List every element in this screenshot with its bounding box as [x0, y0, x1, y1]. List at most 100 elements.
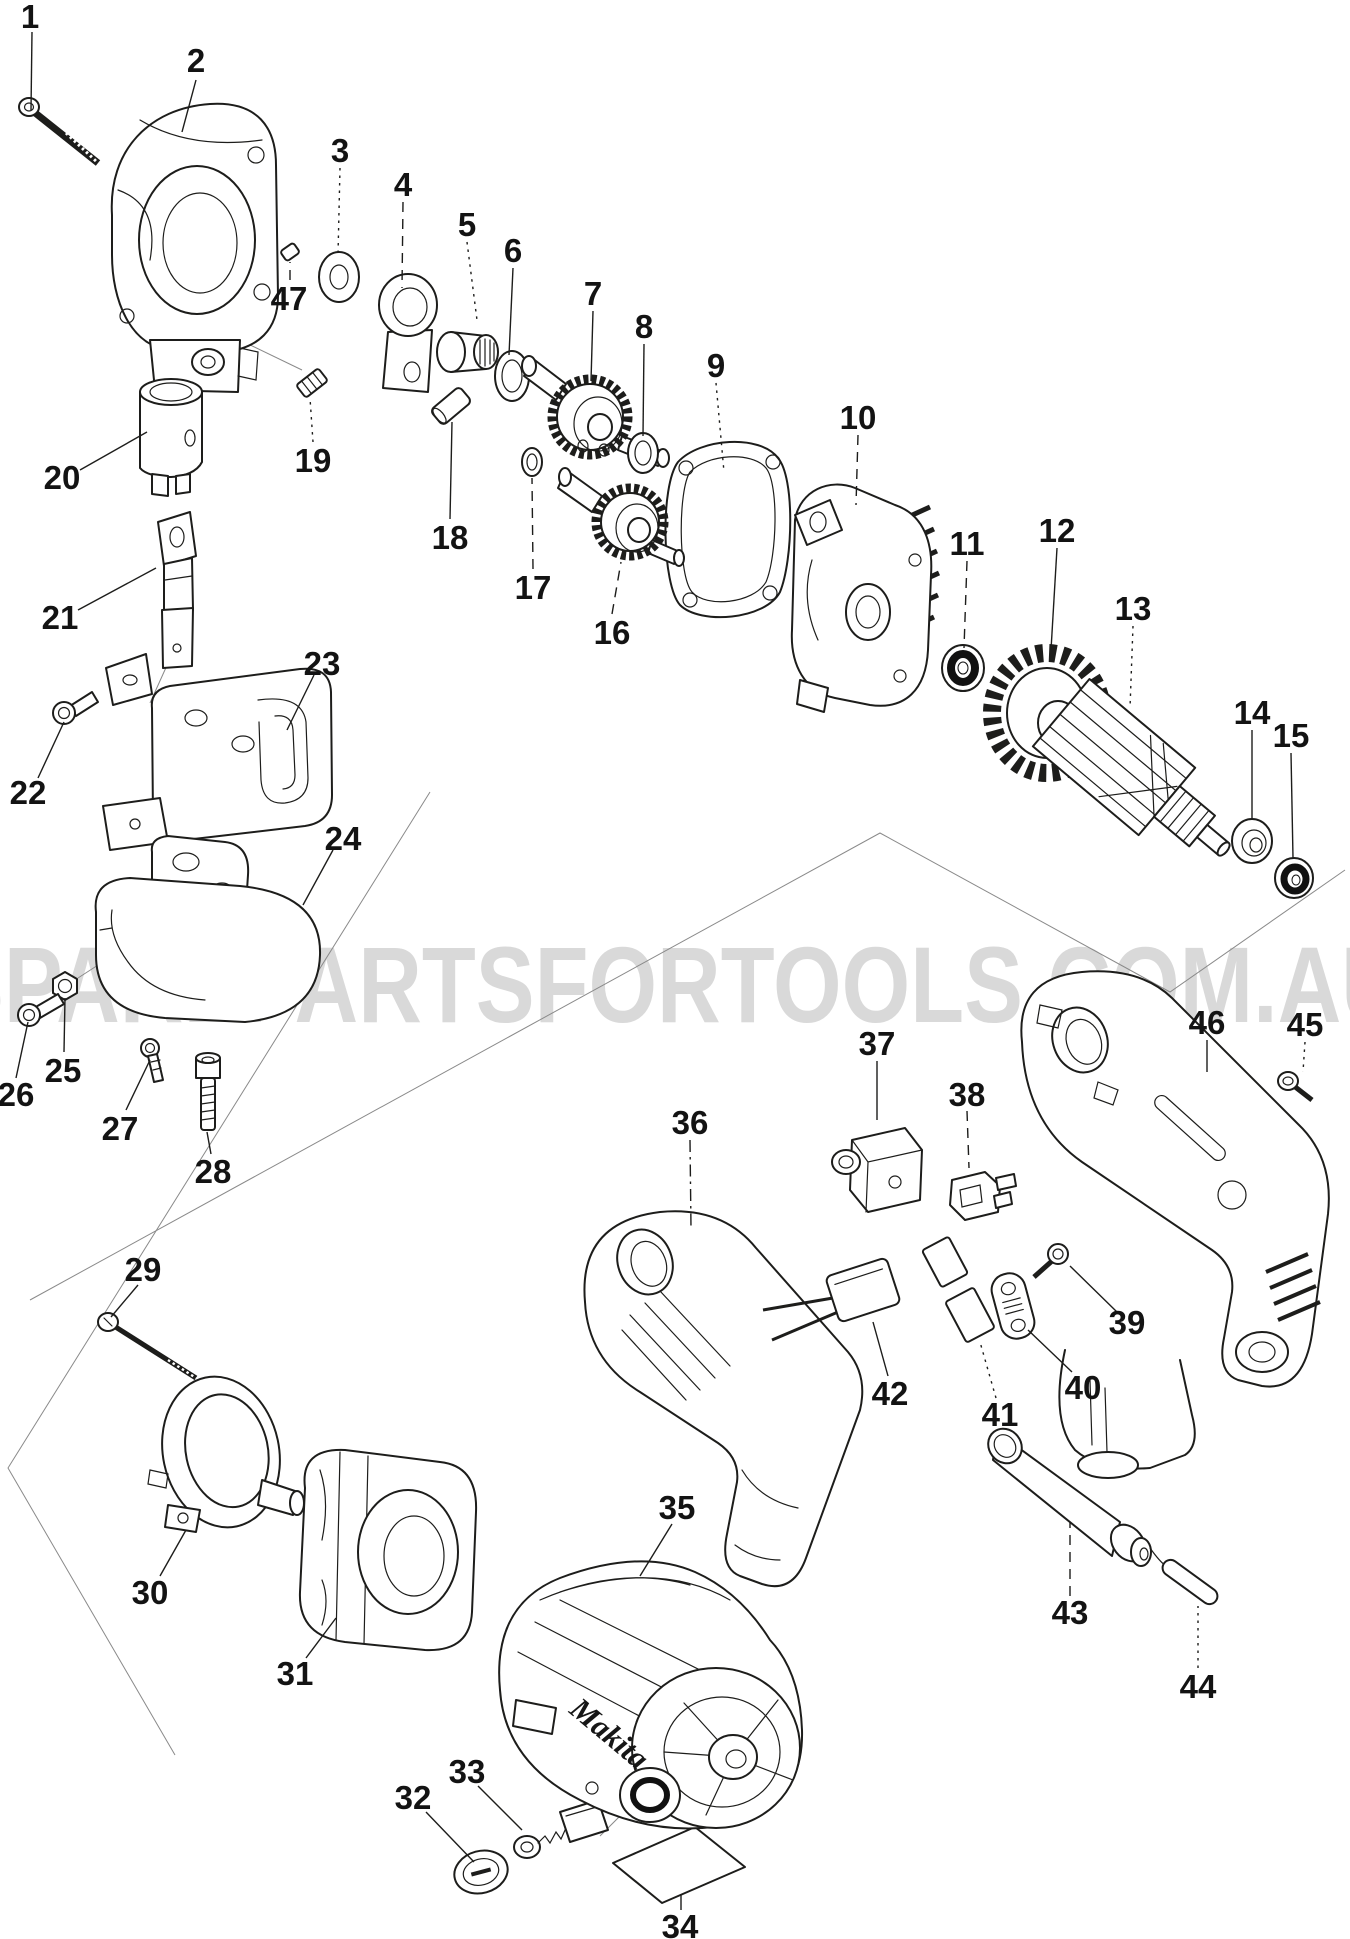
part-22-screw — [52, 691, 99, 725]
leader-line-1 — [30, 31, 33, 111]
part-label-45: 45 — [1287, 1006, 1324, 1043]
leader-line-22 — [37, 721, 65, 779]
part-27-screw — [140, 1038, 164, 1083]
leader-line-10 — [855, 434, 859, 506]
part-wedge-block — [105, 653, 153, 706]
leader-line-26 — [15, 1021, 29, 1079]
part-8-ring — [627, 432, 659, 474]
leader-line-15 — [1290, 752, 1294, 859]
part-label-7: 7 — [584, 275, 602, 312]
part-14-retainer — [1231, 818, 1273, 864]
part-35-motor-housing: Makita — [498, 1560, 804, 1830]
part-label-40: 40 — [1065, 1369, 1102, 1406]
leader-line-29 — [110, 1284, 139, 1318]
part-label-10: 10 — [840, 399, 877, 436]
part-18-pin — [431, 387, 471, 425]
part-label-17: 17 — [515, 569, 552, 606]
parts-artwork: Makita — [17, 97, 1330, 1904]
part-32-brush-cap — [453, 1849, 509, 1895]
part-20-sleeve — [139, 378, 203, 497]
leader-line-31 — [305, 1617, 337, 1659]
leader-line-30 — [159, 1529, 187, 1577]
part-label-47: 47 — [271, 280, 308, 317]
part-42-capacitor — [762, 1257, 901, 1342]
part-16-gear — [557, 467, 685, 567]
part-label-43: 43 — [1052, 1594, 1089, 1631]
part-label-13: 13 — [1115, 590, 1152, 627]
part-11-bearing — [941, 644, 985, 692]
part-label-9: 9 — [707, 347, 725, 384]
leader-line-5 — [466, 241, 478, 321]
leader-line-16 — [611, 561, 622, 615]
part-47-pin — [280, 242, 300, 262]
part-label-44: 44 — [1180, 1668, 1217, 1705]
leader-line-6 — [508, 267, 514, 356]
part-label-21: 21 — [42, 599, 79, 636]
part-label-24: 24 — [325, 820, 362, 857]
part-43-grip — [987, 1427, 1152, 1567]
part-label-35: 35 — [659, 1489, 696, 1526]
leader-line-45 — [1302, 1041, 1306, 1073]
leader-line-36 — [689, 1139, 692, 1229]
part-2-gear-housing — [110, 102, 279, 393]
part-label-8: 8 — [635, 308, 653, 345]
part-label-1: 1 — [21, 0, 39, 35]
part-30-baffle-ring — [147, 1375, 305, 1533]
part-label-39: 39 — [1109, 1304, 1146, 1341]
part-26-bolt — [17, 993, 65, 1027]
leader-line-2 — [181, 79, 197, 133]
part-label-11: 11 — [950, 525, 985, 562]
part-29-long-screw — [97, 1312, 198, 1381]
leader-line-33 — [477, 1785, 523, 1831]
leader-line-42 — [872, 1321, 889, 1377]
leader-line-27 — [125, 1059, 151, 1111]
leader-line-28 — [206, 1131, 212, 1155]
part-label-6: 6 — [504, 232, 522, 269]
part-label-26: 26 — [0, 1076, 34, 1113]
part-label-29: 29 — [125, 1251, 162, 1288]
part-label-37: 37 — [859, 1025, 896, 1062]
part-46-handle-right — [1020, 970, 1330, 1479]
leader-line-41 — [979, 1341, 997, 1399]
part-label-38: 38 — [949, 1076, 986, 1113]
part-28-bolt — [195, 1052, 221, 1131]
leader-line-23 — [286, 674, 315, 731]
part-37-switch — [831, 1127, 923, 1213]
part-3-washer — [318, 251, 360, 303]
leader-line-17 — [531, 477, 534, 570]
part-45-screw — [1277, 1071, 1314, 1102]
part-label-16: 16 — [594, 614, 631, 651]
part-9-gasket — [664, 441, 792, 619]
leader-line-21 — [77, 567, 157, 611]
part-label-19: 19 — [295, 442, 332, 479]
leader-line-11 — [963, 560, 968, 649]
leader-line-24 — [302, 849, 334, 906]
part-label-30: 30 — [132, 1574, 169, 1611]
part-40-holder — [990, 1272, 1036, 1340]
part-label-36: 36 — [672, 1104, 709, 1141]
part-1-bolt — [18, 97, 101, 166]
leader-line-4 — [401, 201, 404, 289]
part-44-rod — [1149, 1547, 1219, 1606]
leader-line-20 — [79, 431, 148, 471]
part-label-27: 27 — [102, 1110, 139, 1147]
part-13-armature — [1031, 678, 1231, 857]
part-label-14: 14 — [1234, 694, 1271, 731]
leader-line-18 — [449, 421, 453, 520]
part-label-32: 32 — [395, 1779, 432, 1816]
part-label-31: 31 — [277, 1655, 314, 1692]
part-label-33: 33 — [449, 1753, 486, 1790]
part-label-12: 12 — [1039, 512, 1076, 549]
leader-line-40 — [1027, 1329, 1073, 1373]
part-21-rod — [157, 511, 197, 669]
part-label-41: 41 — [982, 1396, 1019, 1433]
part-label-22: 22 — [10, 774, 47, 811]
part-10-bearing-box — [790, 483, 941, 713]
part-17-washer — [521, 447, 543, 477]
part-39-screw — [1032, 1243, 1069, 1279]
leader-line-32 — [425, 1811, 475, 1863]
part-label-23: 23 — [304, 645, 341, 682]
part-label-42: 42 — [872, 1375, 909, 1412]
